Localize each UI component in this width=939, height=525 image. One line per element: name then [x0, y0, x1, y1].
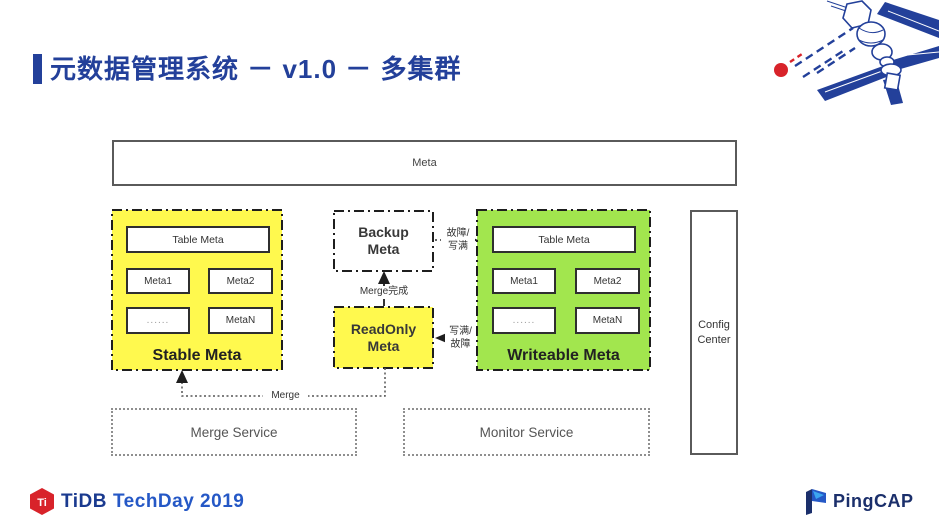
- satellite-illustration-icon: [774, 0, 939, 105]
- readonly-label-line2: Meta: [367, 337, 400, 354]
- writeable-meta-box: Table Meta Meta1 Meta2 ...... MetaN Writ…: [477, 210, 650, 370]
- tidb-techday-logo: Ti TiDB TechDay 2019: [29, 488, 244, 515]
- stable-meta-box: Table Meta Meta1 Meta2 ...... MetaN Stab…: [112, 210, 282, 370]
- stable-metan-box: MetaN: [208, 307, 273, 334]
- config-label-line1: Config: [698, 318, 730, 331]
- stable-table-meta-box: Table Meta: [126, 226, 270, 253]
- meta-top-box: Meta: [112, 140, 737, 186]
- pingcap-logo-icon: [806, 489, 826, 515]
- edge-label-merge-done: Merge完成: [350, 286, 418, 299]
- merge-service-label: Merge Service: [190, 424, 278, 440]
- monitor-service-label: Monitor Service: [479, 424, 574, 440]
- writeable-meta-title: Writeable Meta: [507, 347, 620, 364]
- pingcap-logo: PingCAP: [803, 487, 914, 515]
- pingcap-brand-text: PingCAP: [833, 490, 914, 511]
- tidb-logo-icon: Ti: [30, 488, 54, 515]
- monitor-service-box: Monitor Service: [403, 408, 650, 456]
- tidb-brand-text: TiDB: [61, 490, 107, 512]
- writeable-meta1-box: Meta1: [492, 268, 556, 294]
- config-center-box: Config Center: [690, 210, 738, 455]
- readonly-meta-box: ReadOnly Meta: [334, 307, 433, 368]
- writeable-ellipsis-box: ......: [492, 307, 556, 334]
- stable-meta1-box: Meta1: [126, 268, 190, 294]
- meta-top-label: Meta: [412, 157, 437, 169]
- writeable-table-meta-box: Table Meta: [492, 226, 636, 253]
- stable-meta-title: Stable Meta: [152, 347, 242, 364]
- title-accent-bar: [33, 54, 42, 84]
- edge-label-merge: Merge: [263, 390, 308, 403]
- edge-label-fault-full: 故障/ 写满: [441, 228, 475, 253]
- stable-meta2-box: Meta2: [208, 268, 273, 294]
- stable-ellipsis-box: ......: [126, 307, 190, 334]
- techday-event-text: TechDay 2019: [112, 490, 245, 512]
- merge-service-box: Merge Service: [111, 408, 357, 456]
- svg-text:Ti: Ti: [37, 497, 47, 509]
- readonly-label-line1: ReadOnly: [350, 320, 417, 337]
- writeable-metan-box: MetaN: [575, 307, 640, 334]
- edge-label-full-fault: 写满/ 故障: [445, 326, 476, 351]
- config-label-line2: Center: [697, 333, 731, 346]
- backup-label-line1: Backup: [358, 224, 409, 240]
- page-title: 元数据管理系统 － v1.0 － 多集群: [50, 54, 462, 84]
- backup-meta-box: Backup Meta: [334, 211, 433, 271]
- backup-label-line2: Meta: [367, 241, 400, 257]
- writeable-meta2-box: Meta2: [575, 268, 640, 294]
